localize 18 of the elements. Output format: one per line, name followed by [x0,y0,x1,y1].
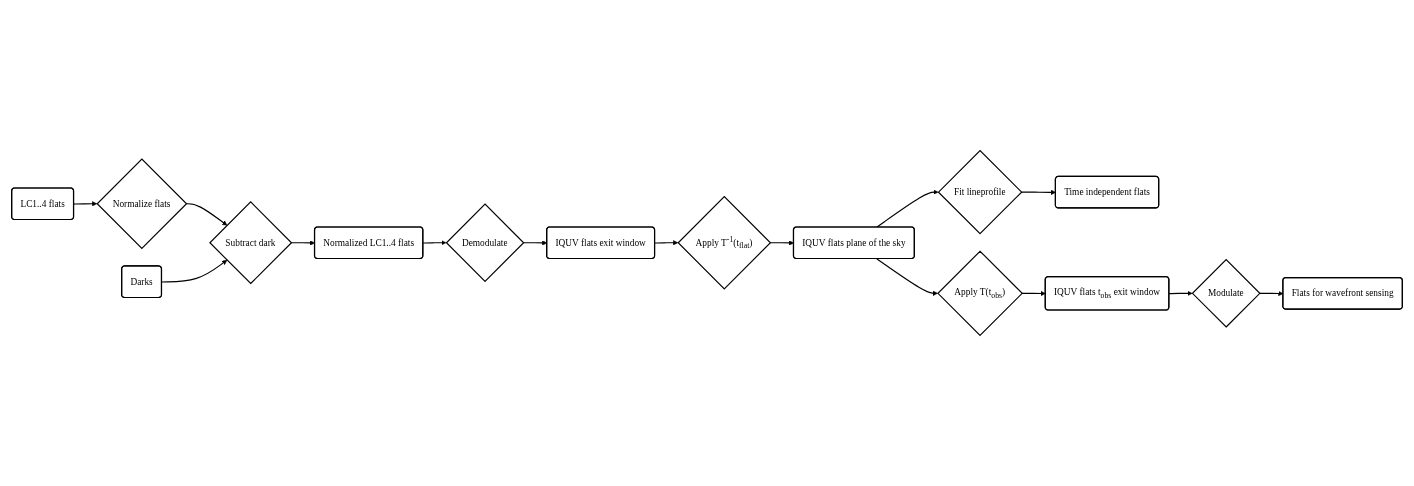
node-diamond: Modulate [1191,258,1261,328]
arrow [876,258,938,296]
arrow [185,203,228,226]
node-diamond: Apply T(t$_{obs}$) [937,250,1023,337]
arrow [876,189,939,228]
arrow [654,240,679,246]
arrow [769,240,794,246]
arrow [1021,290,1046,297]
arrow [1168,290,1193,296]
node-diamond: Demodulate [445,203,525,283]
node-diamond: Apply T$^{-1}$(t$_{flat}$) [677,195,772,290]
arrow [161,259,228,283]
arrow [73,201,98,207]
arrow [1020,189,1056,195]
node-diamond: Subtract dark [209,201,293,285]
node-diamond: Fit lineprofile [937,149,1023,235]
node-diamond: Normalize flats [96,158,188,250]
arrow [422,240,447,246]
